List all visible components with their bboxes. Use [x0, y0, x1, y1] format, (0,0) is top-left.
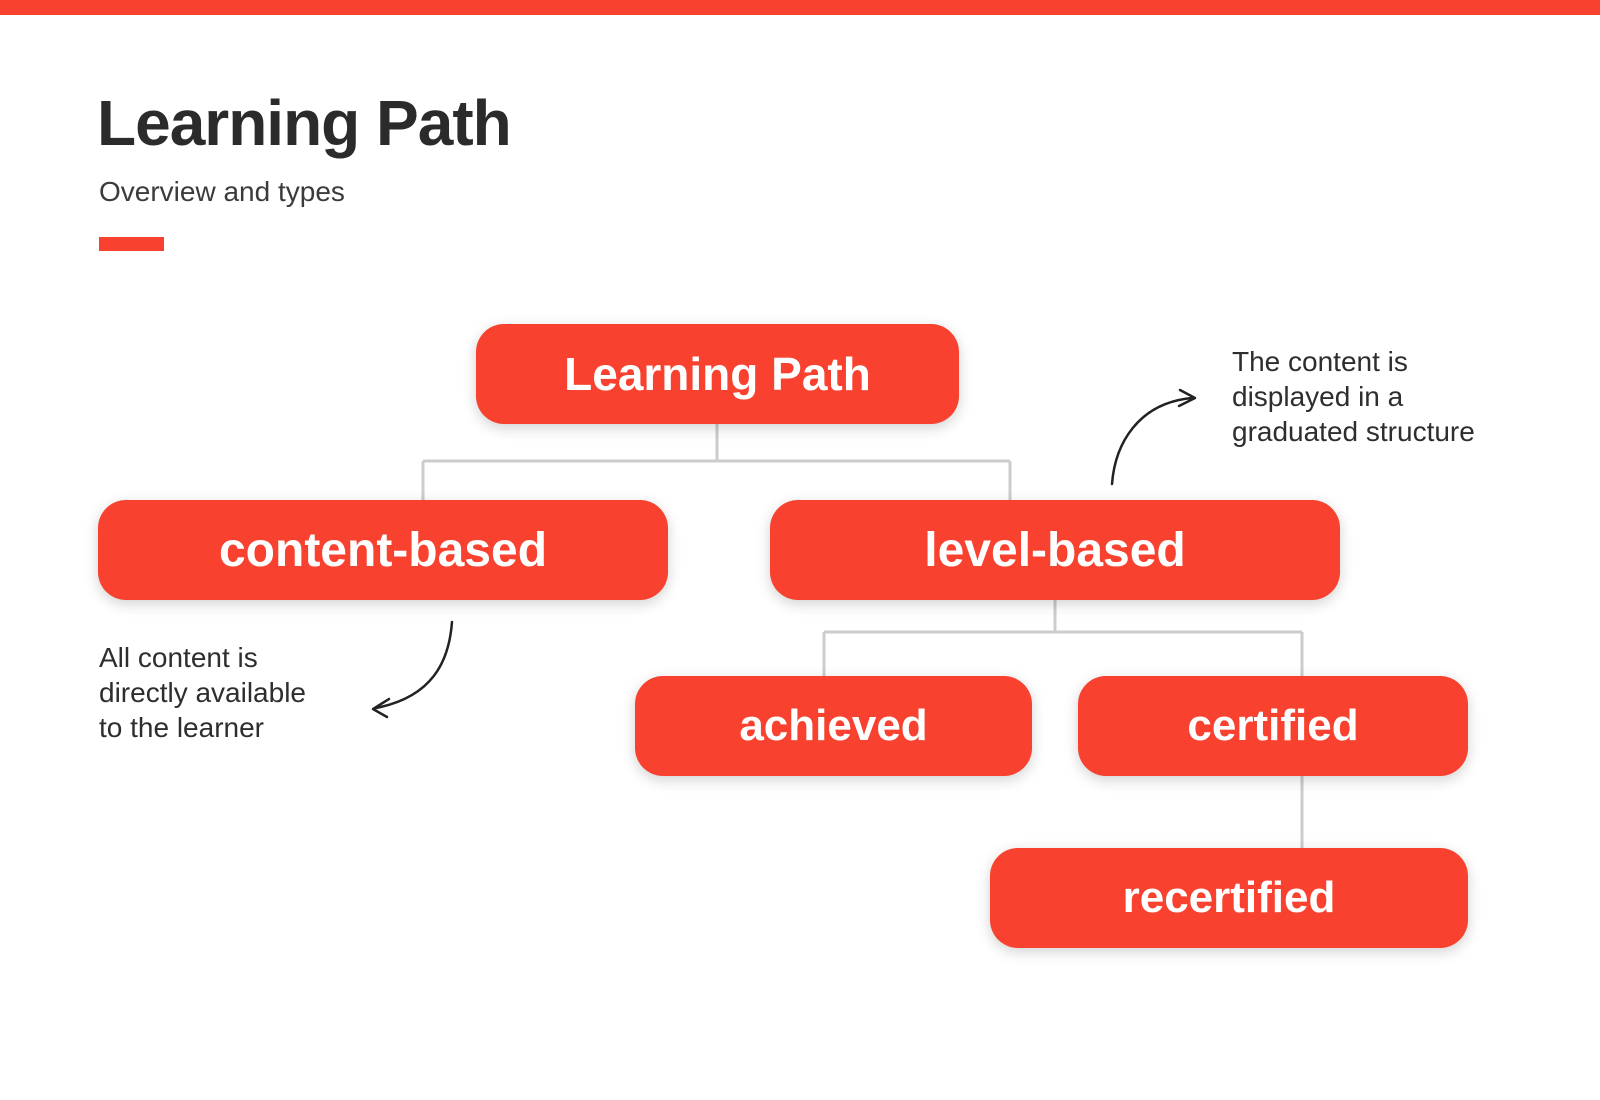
node-level-based: level-based [770, 500, 1340, 600]
node-label: content-based [218, 523, 548, 577]
annotation-line: graduated structure [1232, 416, 1475, 447]
page-subtitle: Overview and types [99, 176, 345, 207]
node-label: certified [1187, 701, 1359, 750]
annotation-line: The content is [1232, 346, 1408, 377]
node-label: level-based [924, 523, 1186, 577]
node-label: achieved [739, 701, 928, 750]
node-content-based: content-based [98, 500, 668, 600]
top-accent-bar [0, 0, 1600, 15]
title-accent-underline [99, 237, 164, 251]
annotation-line: to the learner [99, 712, 264, 743]
node-achieved: achieved [635, 676, 1032, 776]
page-title: Learning Path [97, 87, 512, 159]
node-certified: certified [1078, 676, 1468, 776]
curved-arrow-left-icon [371, 620, 454, 719]
node-learning-path: Learning Path [476, 324, 959, 424]
annotation-content-based: All content is directly available to the… [99, 640, 306, 745]
annotation-level-based: The content is displayed in a graduated … [1232, 344, 1475, 449]
node-label: Learning Path [564, 348, 871, 400]
connector-lines [421, 424, 1304, 850]
annotation-line: All content is [99, 642, 258, 673]
annotation-line: directly available [99, 677, 306, 708]
node-label: recertified [1122, 873, 1336, 922]
node-recertified: recertified [990, 848, 1468, 948]
curved-arrow-right-icon [1110, 388, 1197, 486]
annotation-line: displayed in a [1232, 381, 1404, 412]
